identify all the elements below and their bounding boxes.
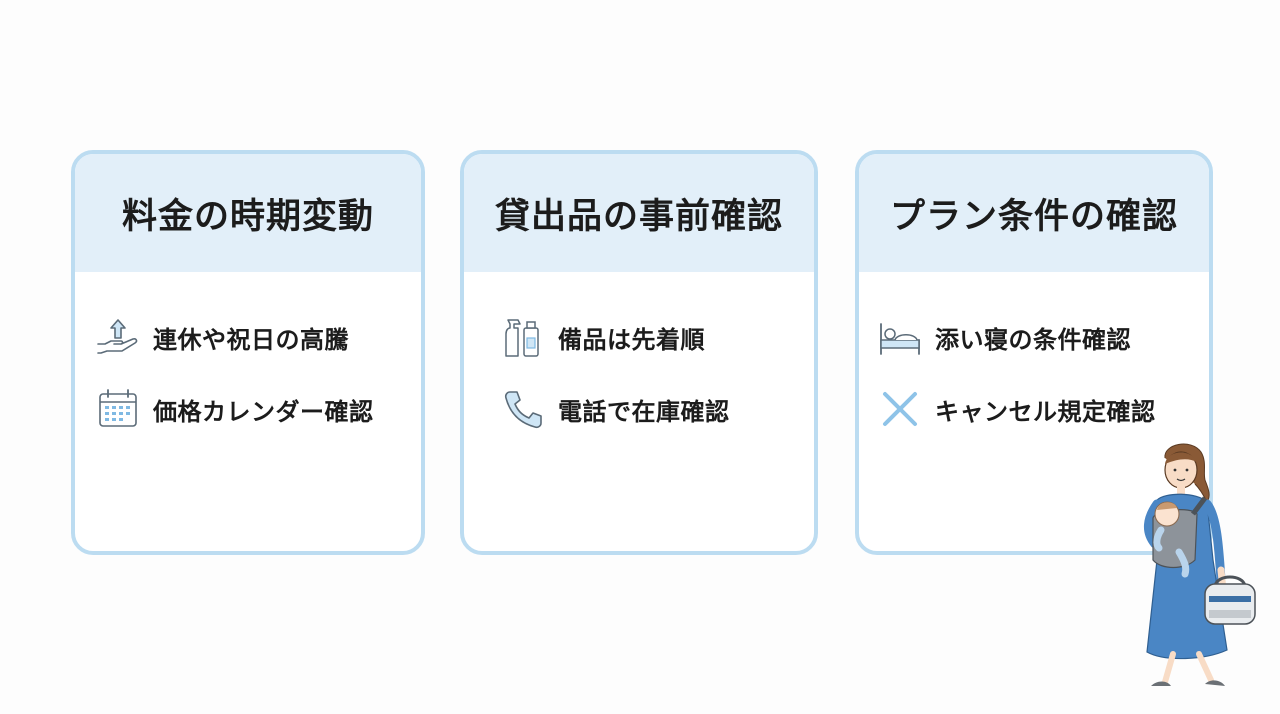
- card-plan-conditions: プラン条件の確認 添い寝の条件確認 キャンセル規定確認: [855, 150, 1213, 555]
- card-title: プラン条件の確認: [859, 154, 1209, 272]
- mother-with-baby-illustration: [1135, 440, 1265, 700]
- list-item: 価格カレンダー確認: [95, 384, 421, 434]
- card-rental-items: 貸出品の事前確認 備品は先着順 電話で在庫確認: [460, 150, 818, 555]
- list-item: 添い寝の条件確認: [877, 312, 1209, 362]
- list-item: 電話で在庫確認: [500, 384, 814, 434]
- item-label: 電話で在庫確認: [558, 397, 730, 426]
- item-label: 価格カレンダー確認: [153, 397, 374, 426]
- item-label: キャンセル規定確認: [935, 397, 1156, 426]
- x-mark-icon: [877, 386, 923, 432]
- list-item: 連休や祝日の高騰: [95, 312, 421, 362]
- card-title: 料金の時期変動: [75, 154, 421, 272]
- item-label: 連休や祝日の高騰: [153, 325, 349, 354]
- hand-arrow-up-icon: [95, 314, 141, 360]
- card-price-seasonality: 料金の時期変動 連休や祝日の高騰: [71, 150, 425, 555]
- bottles-icon: [500, 314, 546, 360]
- item-label: 添い寝の条件確認: [935, 325, 1131, 354]
- list-item: キャンセル規定確認: [877, 384, 1209, 434]
- calendar-icon: [95, 386, 141, 432]
- bed-icon: [877, 314, 923, 360]
- phone-icon: [500, 386, 546, 432]
- list-item: 備品は先着順: [500, 312, 814, 362]
- card-title: 貸出品の事前確認: [464, 154, 814, 272]
- item-label: 備品は先着順: [558, 325, 705, 354]
